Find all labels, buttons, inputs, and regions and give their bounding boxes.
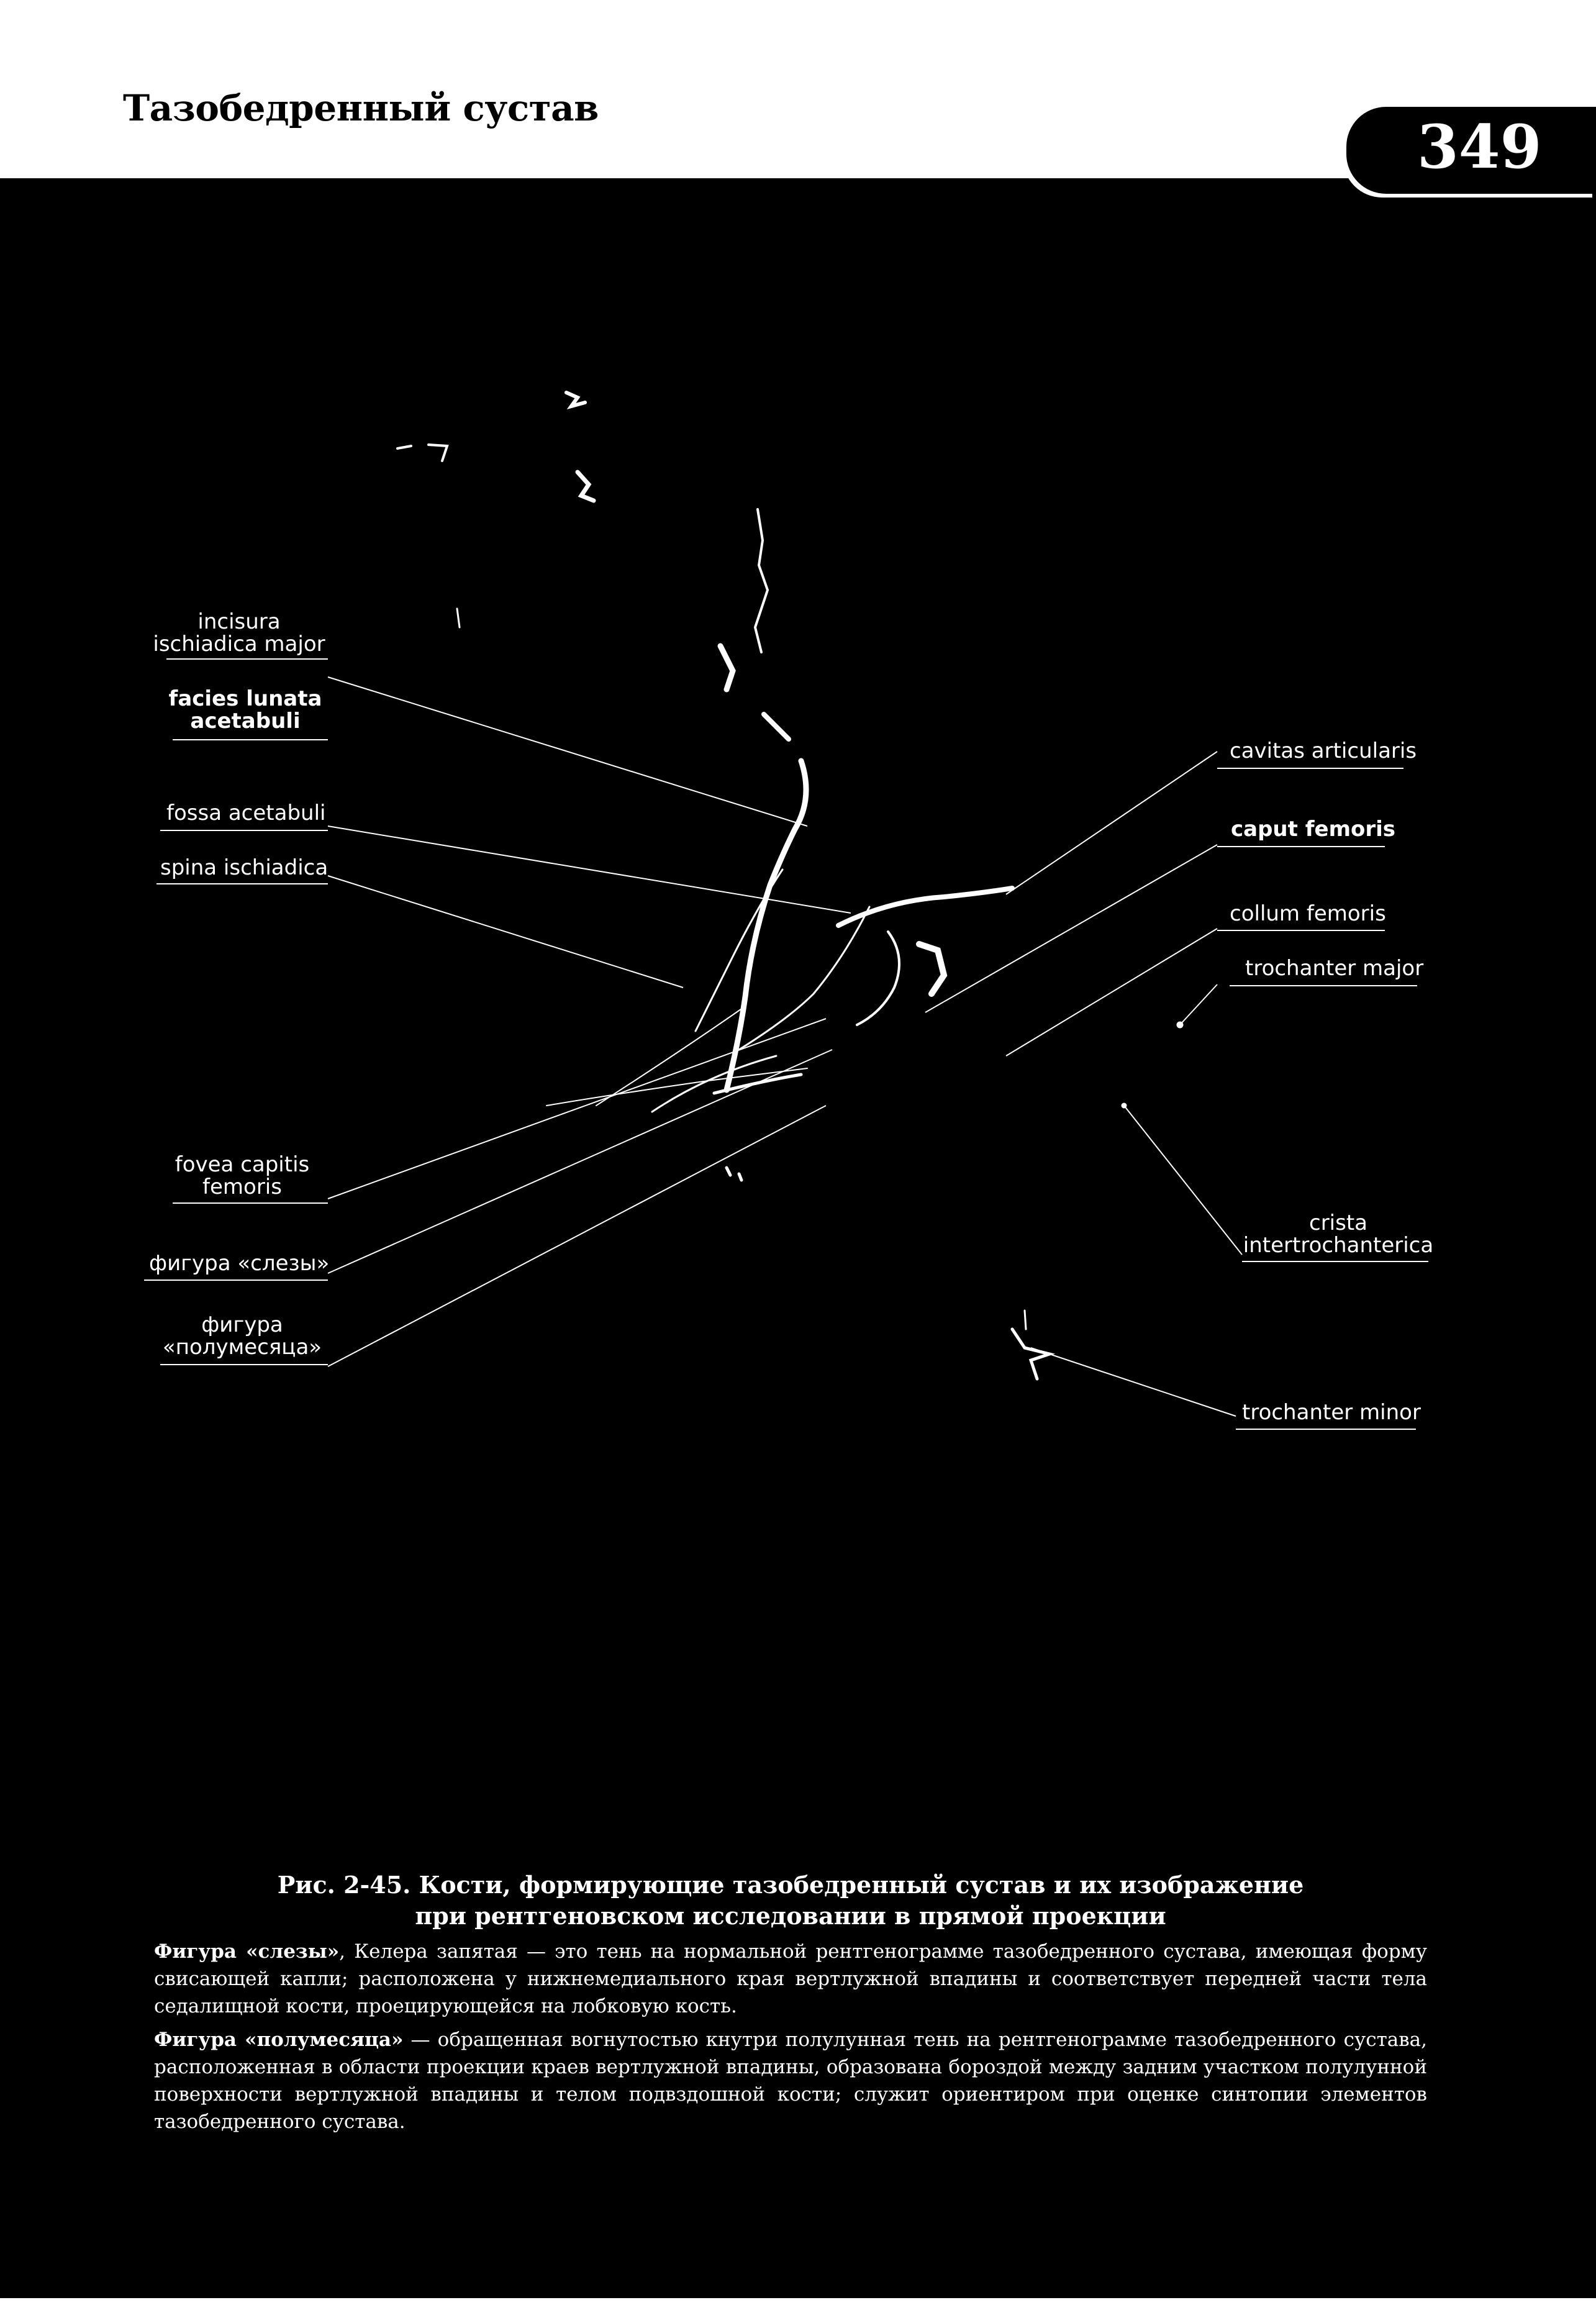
term-slezy: Фигура «слезы» [154, 1940, 340, 1963]
term-polumesyaca: Фигура «полумесяца» [154, 2029, 404, 2051]
label-collum-femoris: collum femoris [1230, 901, 1386, 926]
underline [1236, 1429, 1416, 1430]
label-polumesyaca: «полумесяца» [162, 1335, 322, 1360]
label-trochanter-major: trochanter major [1245, 956, 1424, 981]
bone-outline [396, 391, 1184, 1381]
page-header: Тазобедренный сустав [0, 0, 1596, 178]
caption-paragraph-slezy: Фигура «слезы», Келера запятая — это тен… [154, 1938, 1427, 2020]
label-femoris: femoris [202, 1175, 282, 1199]
text-polumesyaca: — обращенная вогнутостью кнутри полулунн… [154, 2029, 1427, 2133]
footer-rule [0, 2298, 1596, 2318]
label-cavitas-articularis: cavitas articularis [1230, 739, 1417, 763]
label-caput-femoris: caput femoris [1231, 817, 1396, 842]
label-fossa-acetabuli: fossa acetabuli [166, 801, 326, 825]
figure-caption: Рис. 2-45. Кости, формирующие тазобедрен… [154, 1870, 1427, 2135]
label-incisura: incisura [197, 609, 281, 634]
page-number-tab [1346, 107, 1596, 194]
label-figura-slezy: фигура «слезы» [149, 1251, 330, 1276]
caption-title-line2: при рентгеновском исследовании в прямой … [415, 1902, 1166, 1930]
xray-illustration [327, 391, 1243, 1417]
caption-title-line1: Рис. 2-45. Кости, формирующие тазобедрен… [277, 1871, 1304, 1899]
chapter-title: Тазобедренный сустав [123, 87, 599, 129]
page-number: 349 [1417, 112, 1542, 182]
label-facies-lunata: facies lunata [168, 686, 322, 711]
underline [173, 739, 328, 740]
label-intertrochanterica: intertrochanterica [1243, 1233, 1434, 1258]
underline [1217, 768, 1403, 769]
underline [144, 1279, 328, 1281]
underline [173, 1202, 328, 1204]
label-spina-ischiadica: spina ischiadica [160, 855, 329, 880]
underline [156, 883, 328, 884]
label-figura: фигура [201, 1312, 283, 1337]
underline [1230, 985, 1417, 986]
label-crista: crista [1309, 1211, 1367, 1235]
underline [160, 830, 328, 831]
label-trochanter-minor: trochanter minor [1242, 1400, 1421, 1425]
label-acetabuli: acetabuli [190, 709, 301, 734]
underline [1242, 1261, 1428, 1262]
caption-paragraph-polumesyaca: Фигура «полумесяца» — обращенная вогнуто… [154, 2026, 1427, 2135]
label-ischiadica-major: ischiadica major [153, 632, 325, 657]
label-fovea-capitis: fovea capitis [175, 1152, 310, 1177]
underline [1217, 846, 1385, 847]
underline [166, 658, 328, 660]
text-slezy: , Келера запятая — это тень на нормально… [154, 1940, 1427, 2017]
underline [1217, 930, 1385, 931]
underline [160, 1364, 328, 1365]
leader-lines [327, 676, 1243, 1417]
